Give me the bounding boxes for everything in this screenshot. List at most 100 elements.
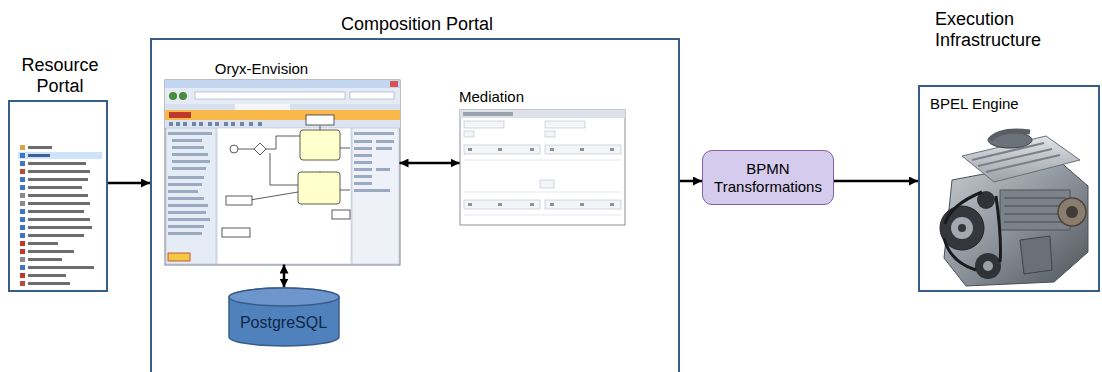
oryx-editor-screenshot-part [168,132,212,235]
oryx-editor-screenshot-part [172,139,202,142]
oryx-editor-screenshot-part [172,146,204,149]
mediation-screenshot-part [464,131,474,137]
panel-heading: Oryx-Envision [182,60,342,78]
cylinder-top [229,288,339,306]
file-list-screenshot-part [20,217,25,222]
engine-picture-part [1058,198,1086,226]
oryx-editor-screenshot-part [165,80,400,265]
oryx-editor-screenshot-part [354,147,372,150]
oryx-editor-screenshot-part [169,92,177,100]
oryx-editor-screenshot-part [179,92,187,100]
oryx-editor-screenshot-part [354,189,390,192]
oryx-editor-screenshot-part [354,140,372,143]
box-heading: Composition Portal [267,14,567,36]
file-list-screenshot-part [20,145,25,150]
oryx-editor-screenshot-part [165,80,400,88]
mediation-screenshot-part [550,148,554,151]
file-list-screenshot-part [28,218,90,221]
oryx-editor-screenshot-part [169,122,262,126]
oryx-editor-screenshot-part [376,168,390,171]
mediation-screenshot-part [464,200,540,209]
database-cylinder: PostgreSQL [228,288,340,346]
file-list-screenshot-part [20,201,25,206]
file-list-screenshot-part [28,186,82,189]
oryx-editor-screenshot-part [176,122,180,126]
oryx-editor-screenshot-part [208,122,212,126]
flow-arrow [834,180,918,183]
oryx-editor-screenshot-part [168,190,198,193]
file-list-screenshot-part [28,178,88,181]
oryx-editor-screenshot-part [238,149,254,150]
oryx-editor-screenshot-part [340,190,350,191]
oryx-editor-screenshot-part [376,140,394,143]
file-list-screenshot-part [28,258,62,261]
mediation-screenshot-part [498,148,502,151]
mediation-screenshot-part [463,112,513,116]
mediation-screenshot-part [468,148,614,206]
oryx-editor-screenshot-part [165,120,400,128]
engine-picture [940,131,1088,286]
oryx-editor-screenshot-part [168,176,204,179]
mediation-screenshot-part [545,121,585,128]
file-list-screenshot-part [28,154,50,157]
oryx-editor-screenshot-part [168,197,204,200]
oryx-editor-screenshot-part [168,183,202,186]
file-list-screenshot-part [20,193,25,198]
oryx-editor-screenshot-part [224,122,228,126]
oryx-editor-screenshot-part [165,104,400,110]
engine-picture-part [988,132,1032,148]
oryx-editor-screenshot-part [168,253,190,261]
oryx-editor-screenshot-part [352,128,399,264]
oryx-editor-screenshot-part [258,122,262,126]
oryx-editor-screenshot-part [172,167,206,170]
oryx-editor-screenshot-part [166,128,216,264]
oryx-editor-screenshot-part [168,211,206,214]
mediation-screenshot [460,110,625,225]
oryx-editor-screenshot [165,80,400,265]
oryx-editor-screenshot-part [230,145,238,153]
mediation-screenshot-part [464,192,621,193]
mediation-screenshot-part [464,215,621,216]
box-heading: Resource Portal [5,55,115,98]
mediation-screenshot-part [610,203,614,206]
oryx-editor-screenshot-part [169,112,191,118]
mediation-screenshot-part [530,148,534,151]
oryx-editor-screenshot-part [240,122,244,126]
file-list-screenshot-part [20,233,25,238]
cylinder-body [229,288,339,346]
oryx-editor-screenshot-part [169,122,173,126]
oryx-editor-screenshot-part [354,161,372,164]
engine-picture-part [1004,198,1066,222]
oryx-editor-screenshot-part [217,128,351,264]
process-label: BPMN Transformations [703,160,833,196]
flow-arrow [283,265,286,288]
file-list-screenshot-part [28,242,58,245]
file-list-screenshot-part [28,202,90,205]
oryx-editor-screenshot-part [172,153,208,156]
oryx-editor-screenshot-part [168,232,202,235]
oryx-editor-screenshot-part [354,175,372,178]
file-list-screenshot-part [28,146,52,149]
mediation-screenshot-part [498,203,502,206]
oryx-editor-screenshot-part [199,122,203,126]
engine-picture-part [1066,206,1078,218]
screenshot-panel: Oryx-Envision [165,80,400,265]
panel-heading: Mediation [432,88,552,106]
oryx-editor-screenshot-part [390,81,398,87]
engine-picture-part [944,160,1088,286]
engine-picture-part [944,192,1001,270]
oryx-editor-screenshot-part [235,104,290,110]
file-list-screenshot-part [20,177,25,182]
oryx-editor-screenshot-part [354,154,372,157]
oryx-editor-screenshot-part [298,172,340,204]
oryx-editor-screenshot-part [254,143,266,155]
oryx-editor-screenshot-part [354,182,372,185]
portal-box: Resource Portal [8,100,108,292]
mediation-screenshot-part [545,200,621,209]
file-list-screenshot-part [28,234,84,237]
process-box: BPMN Transformations [702,150,834,205]
mediation-screenshot-part [545,131,555,137]
engine-picture-part [975,253,1001,279]
